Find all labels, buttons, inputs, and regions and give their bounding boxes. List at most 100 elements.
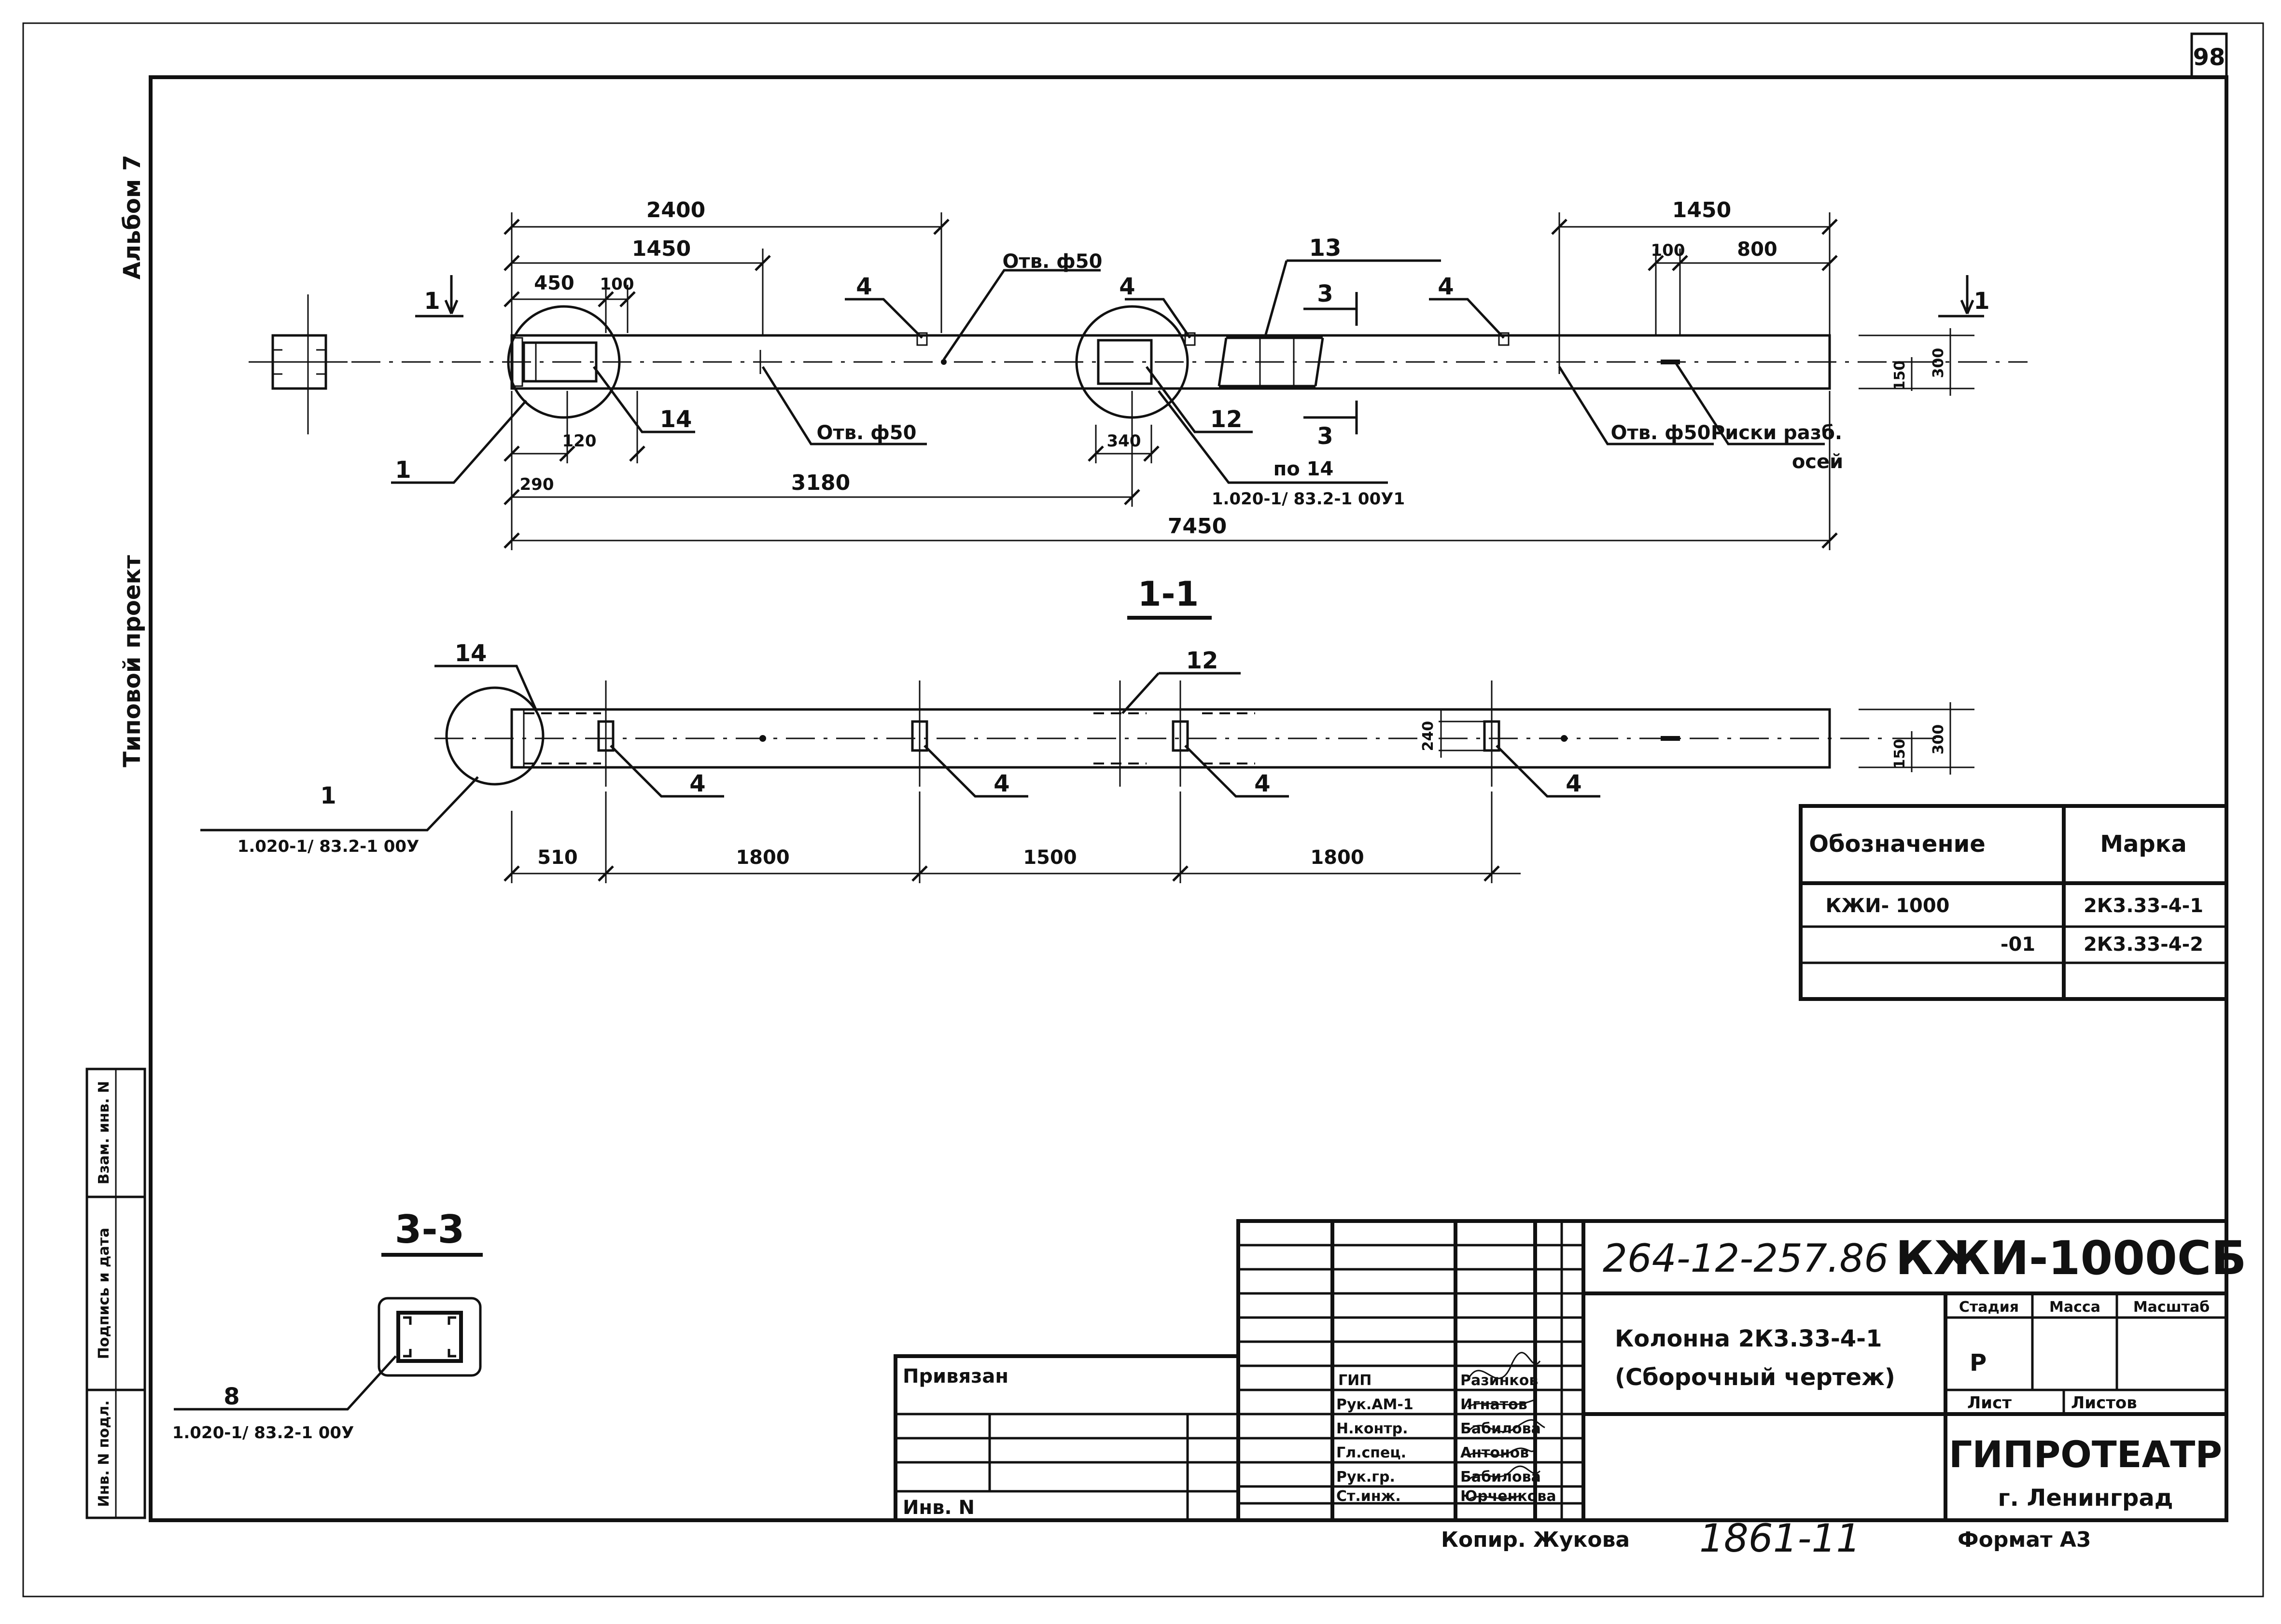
dim-340: 340 [1107,431,1141,451]
dim-450: 450 [534,272,574,294]
doc-code: 264-12-257.86 [1603,1236,1889,1281]
sec-pos-4-b: 4 [994,770,1009,797]
plan-risk-1: Риски разб. [1711,422,1842,444]
plan-pos-1: 1 [395,457,411,484]
dim-2400: 2400 [646,198,705,222]
section-1-1-title: 1-1 [1138,574,1199,614]
plan-view: 2400 1450 450 100 1450 100 800 150 300 1… [249,198,2028,550]
section-3-3-title: 3-3 [395,1207,465,1252]
marks-header-designation: Обозначение [1809,831,1986,858]
sec-dim-300: 300 [1930,724,1947,755]
dim-800: 800 [1737,238,1777,261]
signature-strokes [1467,1352,1545,1501]
dim-7450: 7450 [1168,514,1227,539]
plan-pos-13: 13 [1309,235,1342,262]
frame-border [149,75,2228,1522]
cut-1-right: 1 [1973,288,1989,315]
plan-beam [510,334,1831,390]
marks-table: Обозначение Марка КЖИ- 1000 2К3.33-4-1 -… [1799,804,2228,1001]
sec33-ref-doc: 1.020-1/ 83.2-1 00У [172,1423,354,1443]
doc-mark: КЖИ-1000СБ [1896,1231,2247,1285]
footer-number: 1861-11 [1699,1516,1861,1561]
org-name: ГИПРОТЕАТР [1949,1433,2222,1476]
dim-1450-left: 1450 [632,236,691,261]
left-strip: Инв. N подл. Подпись и дата Взам. инв. N [85,1068,146,1519]
cut-3-top: 3 [1317,280,1333,307]
stage-value: Р [1970,1349,1987,1376]
title-block: Привязан Инв. N ГИП Разинков Рук.АМ-1 Иг… [894,1219,2247,1522]
sheet-number-box [2190,32,2228,79]
role-4: Гл.спец. [1336,1444,1406,1461]
plan-pos-12: 12 [1210,406,1243,433]
org-city: г. Ленинград [1998,1485,2173,1512]
dim-120: 120 [562,431,597,451]
dim-300: 300 [1930,348,1947,378]
strip-sign-date: Подпись и дата [96,1228,112,1359]
plan-risk-2: осей [1792,451,1843,473]
cut-3-bottom: 3 [1317,423,1333,450]
section-detail-circle [445,686,545,786]
dim-100-left: 100 [600,275,634,294]
bound-label: Привязан [903,1365,1008,1388]
role-1-name: Разинков [1460,1372,1538,1389]
inv-label: Инв. N [903,1497,975,1519]
strip-inv-repl: Взам. инв. N [96,1081,112,1185]
plan-hole-right: Отв. ф50 [1611,422,1711,444]
sec-dim-510: 510 [537,847,578,869]
footer-format: Формат А3 [1958,1527,2091,1552]
section-3-3: 3-3 8 1.020-1/ 83.2-1 00У [172,1207,483,1443]
footer-copy: Копир. Жукова [1441,1527,1630,1552]
plan-pos-4-b: 4 [1119,273,1135,300]
plan-pos-14: 14 [660,406,692,433]
sec-pos-4-a: 4 [689,770,705,797]
sec-pos-12: 12 [1186,647,1218,674]
trim-border [22,22,2264,1597]
plan-ref-po: по 14 [1273,458,1334,480]
role-5: Рук.гр. [1336,1469,1395,1485]
plan-pos-4-a: 4 [856,273,872,300]
dim-150: 150 [1891,361,1908,391]
plan-ref-doc: 1.020-1/ 83.2-1 00У1 [1212,489,1405,509]
plan-detail-circle-left [507,305,621,419]
dim-100-right: 100 [1651,241,1685,260]
dim-290: 290 [520,475,554,494]
stage-header: Стадия [1959,1299,2019,1316]
sheets-header: Листов [2071,1393,2137,1413]
dim-1450-right: 1450 [1672,198,1731,222]
sec-dim-240: 240 [1420,721,1437,751]
role-4-name: Антонов [1460,1444,1529,1461]
sec-pos-4-d: 4 [1566,770,1581,797]
marks-row-2-mark: 2К3.33-4-2 [2084,933,2203,956]
role-3: Н.контр. [1336,1420,1408,1437]
cut-1-left: 1 [424,288,440,315]
sec-ref-doc: 1.020-1/ 83.2-1 00У [238,837,420,856]
sec-dim-1800-b: 1800 [1310,847,1364,869]
doc-name-2: (Сборочный чертеж) [1615,1364,1895,1391]
sheet-number: 98 [2193,44,2225,71]
sec-pos-1: 1 [320,782,336,809]
marks-row-2-designation: -01 [2001,933,2035,956]
dim-3180: 3180 [791,471,850,495]
role-6: Ст.инж. [1336,1488,1401,1505]
sec33-pos-8: 8 [224,1383,239,1410]
sheet-header: Лист [1967,1393,2012,1413]
sec-dim-1500: 1500 [1023,847,1077,869]
project-label: Типовой проект [119,555,146,767]
plan-hole-left: Отв. ф50 [817,422,917,444]
scale-header: Масштаб [2133,1299,2210,1316]
role-3-name: Бабилова [1460,1420,1541,1437]
sec-pos-14: 14 [455,640,487,667]
sec-dim-150: 150 [1891,739,1908,769]
plan-hole-top: Отв. ф50 [1003,250,1103,273]
marks-row-1-mark: 2К3.33-4-1 [2084,895,2203,917]
sec-dim-1800-a: 1800 [736,847,789,869]
section-1-1: 1-1 14 12 4 4 4 4 1 1.020-1/ 83.2-1 00У [200,574,1974,883]
strip-inv-orig: Инв. N подл. [96,1400,112,1507]
album-label: Альбом 7 [119,155,146,280]
role-1: ГИП [1338,1372,1371,1389]
mass-header: Масса [2049,1299,2100,1316]
plan-pos-4-c: 4 [1438,273,1454,300]
marks-row-1-designation: КЖИ- 1000 [1826,895,1950,917]
marks-header-mark: Марка [2100,831,2186,858]
